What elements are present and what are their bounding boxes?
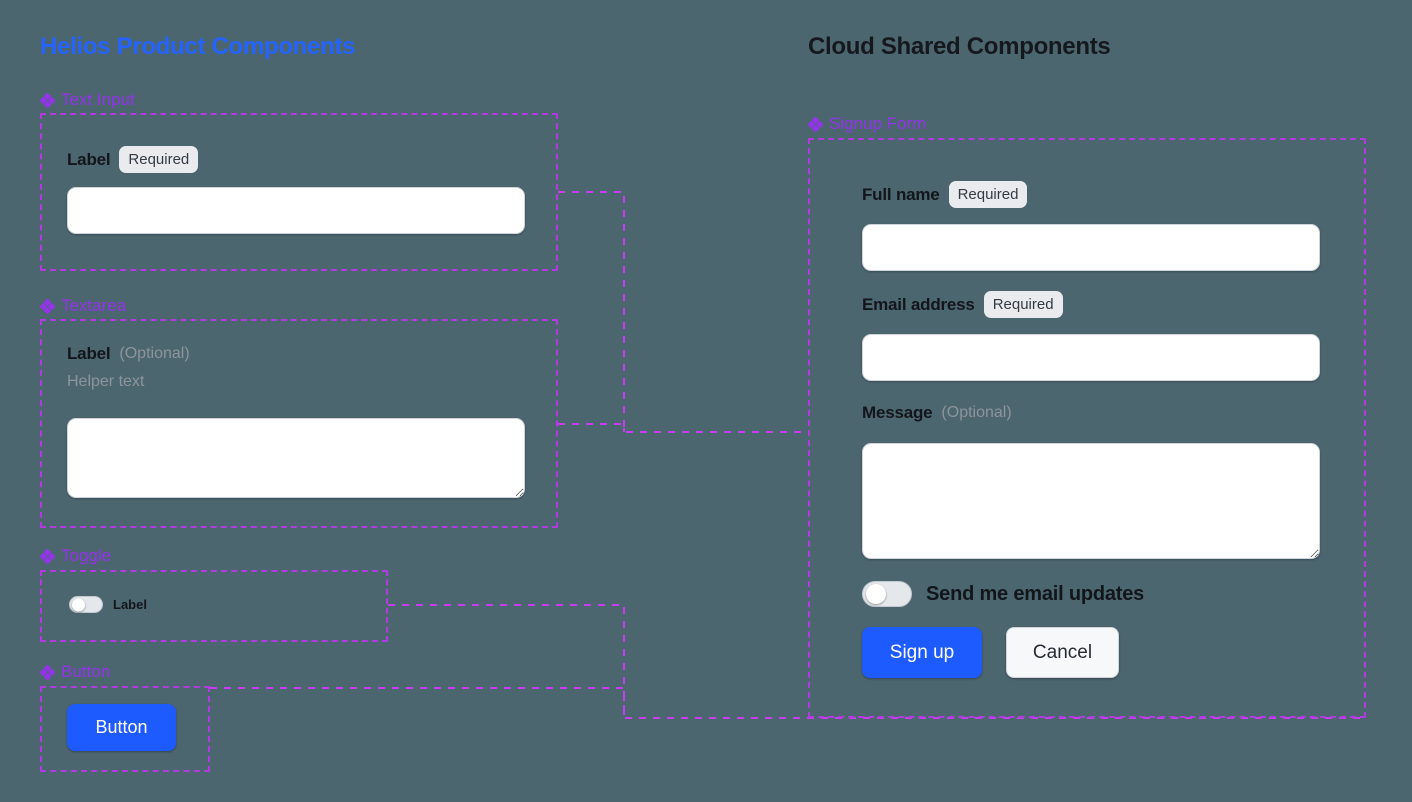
signup-message-optional-text: (Optional): [941, 404, 1012, 421]
toggle-switch-small[interactable]: [69, 596, 103, 613]
component-frame-button: [40, 686, 210, 772]
component-diamond-icon: [40, 664, 55, 680]
signup-fullname-label-row: Full name Required: [862, 181, 1028, 208]
textarea-label-row: Label (Optional) Helper text: [67, 344, 190, 391]
text-input-required-badge: Required: [119, 146, 199, 173]
textarea-optional-text: (Optional): [119, 345, 190, 362]
component-frame-text-input: [40, 113, 558, 271]
signup-fullname-input[interactable]: [862, 224, 1320, 271]
signup-fullname-label: Full name: [862, 184, 940, 204]
signup-message-textarea[interactable]: [862, 443, 1320, 559]
component-frame-textarea: [40, 319, 558, 528]
left-column-title: Helios Product Components: [40, 33, 356, 60]
textarea-helper-text: Helper text: [67, 373, 145, 390]
text-input-field[interactable]: [67, 187, 525, 234]
signup-email-required-badge: Required: [983, 291, 1063, 318]
toggle-label-small: Label: [113, 597, 147, 612]
section-label-text: Signup Form: [829, 114, 927, 133]
signup-fullname-required-badge: Required: [948, 181, 1028, 208]
component-frame-signup-form: [808, 138, 1366, 718]
demo-button[interactable]: Button: [67, 704, 176, 751]
connector-button: [210, 687, 625, 718]
component-diamond-icon: [40, 298, 55, 314]
component-diamond-icon: [808, 116, 823, 132]
signup-updates-toggle-label: Send me email updates: [926, 582, 1145, 605]
section-label-button: Button: [40, 662, 110, 682]
toggle-knob: [866, 584, 886, 604]
section-label-text-input: Text Input: [40, 90, 135, 110]
component-diamond-icon: [40, 92, 55, 108]
section-label-text: Toggle: [61, 546, 112, 565]
signup-email-input[interactable]: [862, 334, 1320, 381]
signup-message-label: Message: [862, 403, 933, 422]
section-label-text: Textarea: [61, 296, 127, 315]
signup-email-label: Email address: [862, 294, 975, 314]
section-label-toggle: Toggle: [40, 546, 111, 566]
connector-text-input: [558, 191, 808, 433]
component-frame-toggle: [40, 570, 388, 642]
section-label-signup-form: Signup Form: [808, 114, 926, 134]
signup-message-label-row: Message (Optional): [862, 403, 1012, 423]
text-input-label: Label: [67, 149, 111, 169]
toggle-knob: [72, 598, 85, 611]
textarea-label: Label: [67, 344, 111, 363]
component-diamond-icon: [40, 548, 55, 564]
signup-updates-toggle-row[interactable]: Send me email updates: [862, 581, 1144, 607]
text-input-label-row: Label Required: [67, 146, 199, 173]
section-label-text: Text Input: [61, 90, 135, 109]
right-column-title: Cloud Shared Components: [808, 33, 1111, 60]
toggle-row-small[interactable]: Label: [69, 596, 147, 613]
signup-email-label-row: Email address Required: [862, 291, 1063, 318]
section-label-text: Button: [61, 662, 111, 681]
textarea-field[interactable]: [67, 418, 525, 498]
section-label-textarea: Textarea: [40, 296, 126, 316]
connector-textarea: [558, 423, 625, 432]
